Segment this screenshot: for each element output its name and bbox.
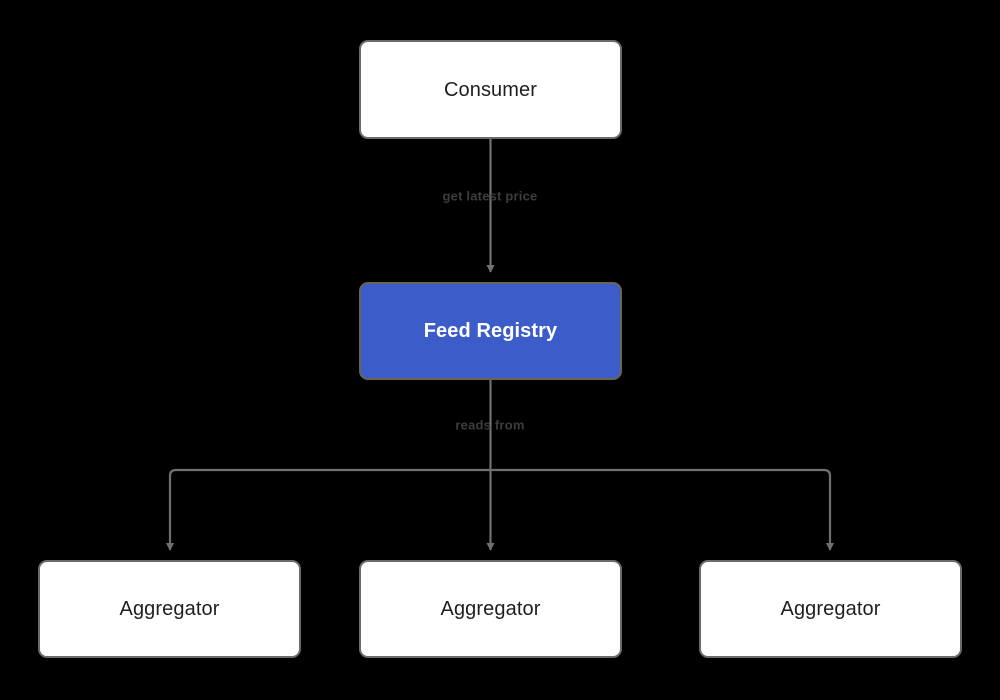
edge-label-get-latest-price: get latest price	[442, 188, 538, 204]
node-aggregator-2-label: Aggregator	[440, 598, 541, 620]
edge-feed-registry-to-aggregators	[165, 380, 835, 551]
node-aggregator-2[interactable]: Aggregator	[359, 560, 622, 658]
node-consumer-label: Consumer	[443, 78, 538, 101]
node-aggregator-3[interactable]: Aggregator	[699, 560, 962, 658]
edge-label-reads-from: reads from	[455, 417, 525, 433]
node-aggregator-1-label: Aggregator	[119, 598, 220, 620]
node-feed-registry-label: Feed Registry	[423, 320, 558, 342]
node-aggregator-1[interactable]: Aggregator	[38, 560, 301, 658]
node-feed-registry[interactable]: Feed Registry	[359, 282, 622, 380]
node-consumer[interactable]: Consumer	[359, 40, 622, 139]
node-aggregator-3-label: Aggregator	[780, 598, 881, 620]
